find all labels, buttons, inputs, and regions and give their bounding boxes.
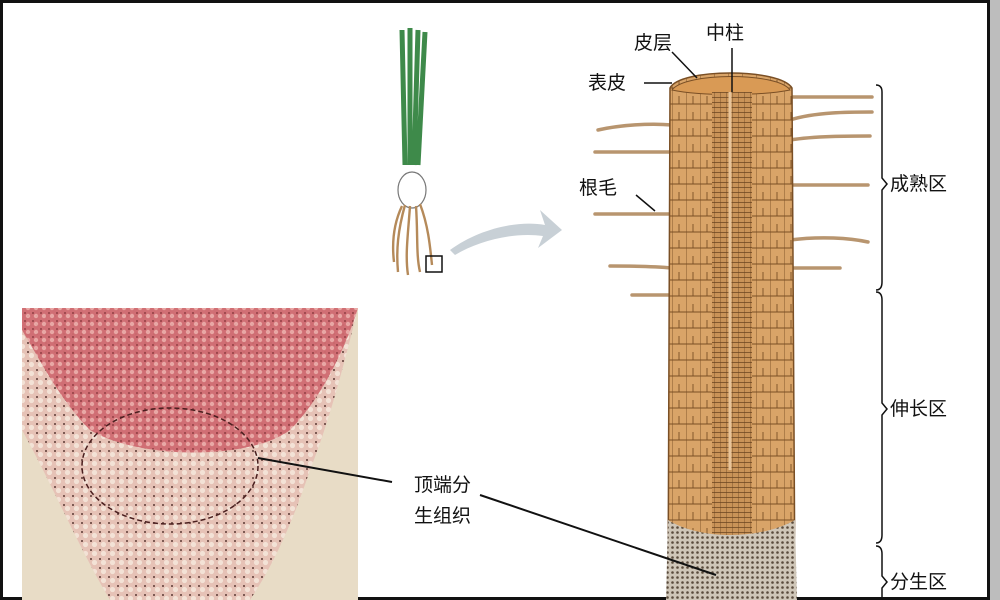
meristem-region xyxy=(666,520,797,600)
label-cortex: 皮层 xyxy=(634,32,673,54)
root-longitudinal-section xyxy=(666,72,797,600)
root-hair-pointer xyxy=(635,194,656,212)
label-maturation-zone: 成熟区 xyxy=(890,173,948,195)
label-epidermis: 表皮 xyxy=(588,72,627,94)
magnify-region-box xyxy=(425,255,443,273)
label-apical-meristem-line2: 生组织 xyxy=(414,505,472,527)
label-root-hair: 根毛 xyxy=(579,177,618,199)
apical-meristem-pointer-right xyxy=(479,494,717,576)
zone-braces xyxy=(875,84,888,600)
label-elongation-zone: 伸长区 xyxy=(890,398,948,420)
label-meristem-zone: 分生区 xyxy=(890,571,948,593)
label-apical-meristem-line1: 顶端分 xyxy=(414,474,472,496)
onion-seedling-illustration xyxy=(391,28,443,276)
stele-region xyxy=(712,92,752,552)
root-tip-micrograph xyxy=(22,308,358,600)
apical-meristem-pointer-left xyxy=(257,457,393,483)
frame-shadow xyxy=(990,0,1000,600)
cortex-pointer xyxy=(671,51,698,79)
root-hairs xyxy=(593,95,874,297)
label-stele: 中柱 xyxy=(706,22,745,44)
arrow-icon xyxy=(450,210,562,255)
meristem-dashed-outline xyxy=(81,407,259,525)
